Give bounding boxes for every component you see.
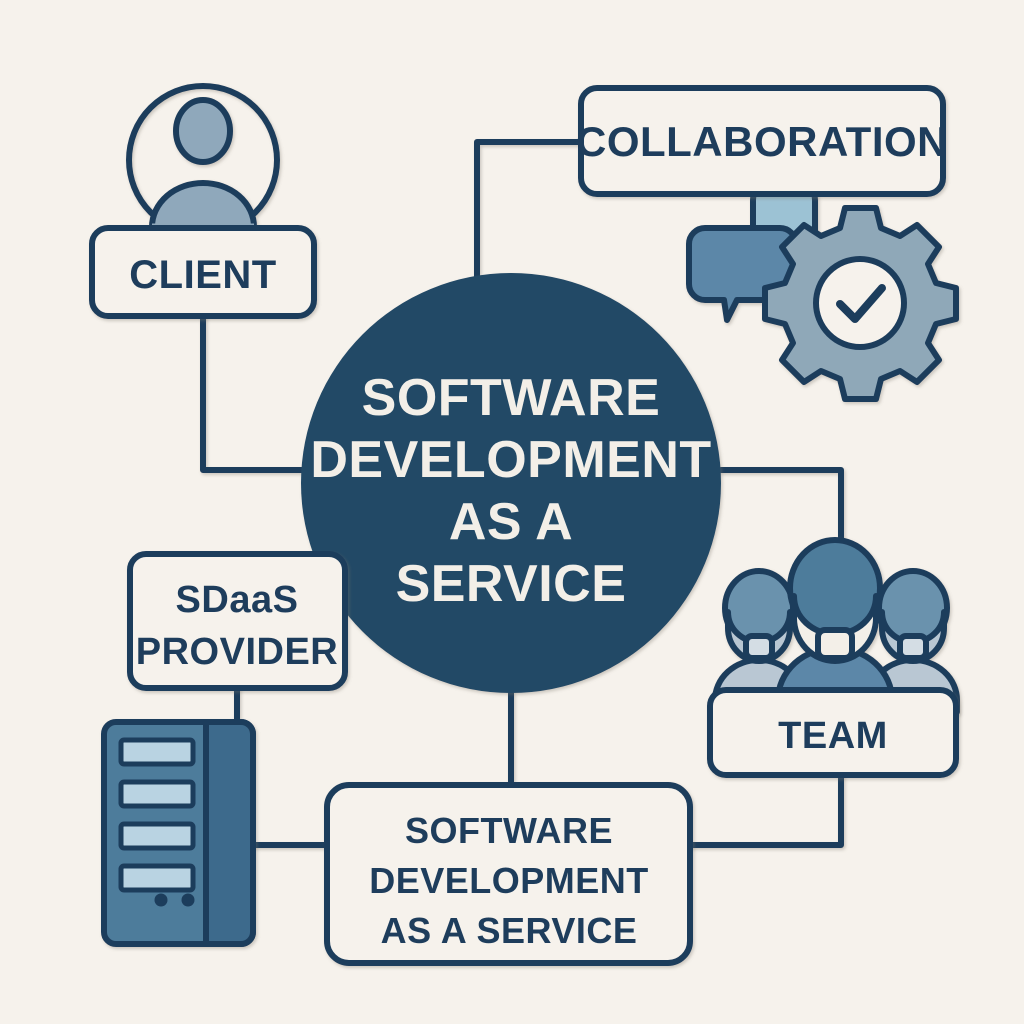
hub-line-1: SOFTWARE [362,369,661,427]
hub-circle [301,273,721,693]
node-box-sdaas-service[interactable] [324,782,693,966]
node-label-sdaas-provider-line-2: PROVIDER [136,631,338,673]
connector-team-to-service [687,772,844,848]
hub-line-3: AS A [449,493,573,551]
node-box-collaboration[interactable] [578,85,946,197]
node-box-sdaas-provider[interactable] [127,551,348,691]
node-box-team[interactable] [707,687,959,778]
hub-line-4: SERVICE [396,555,627,613]
node-box-client[interactable] [89,225,317,319]
node-label-sdaas-service-line-1: SOFTWARE [405,810,613,851]
node-label-sdaas-provider-line-1: SDaaS [176,579,299,621]
three-people-icon [712,537,960,717]
node-label-collaboration: COLLABORATION [576,118,948,165]
connector-collaboration-to-hub [474,139,584,303]
node-label-sdaas-service-line-3: AS A SERVICE [381,910,638,951]
hub-label: SOFTWARE DEVELOPMENT AS A SERVICE [310,369,711,613]
node-label-client: CLIENT [129,253,276,297]
connector-client-to-hub [200,313,333,473]
server-tower-icon [101,719,256,947]
hub-line-2: DEVELOPMENT [310,431,711,489]
node-label-team: TEAM [778,715,888,757]
node-label-sdaas-service-line-2: DEVELOPMENT [369,860,649,901]
